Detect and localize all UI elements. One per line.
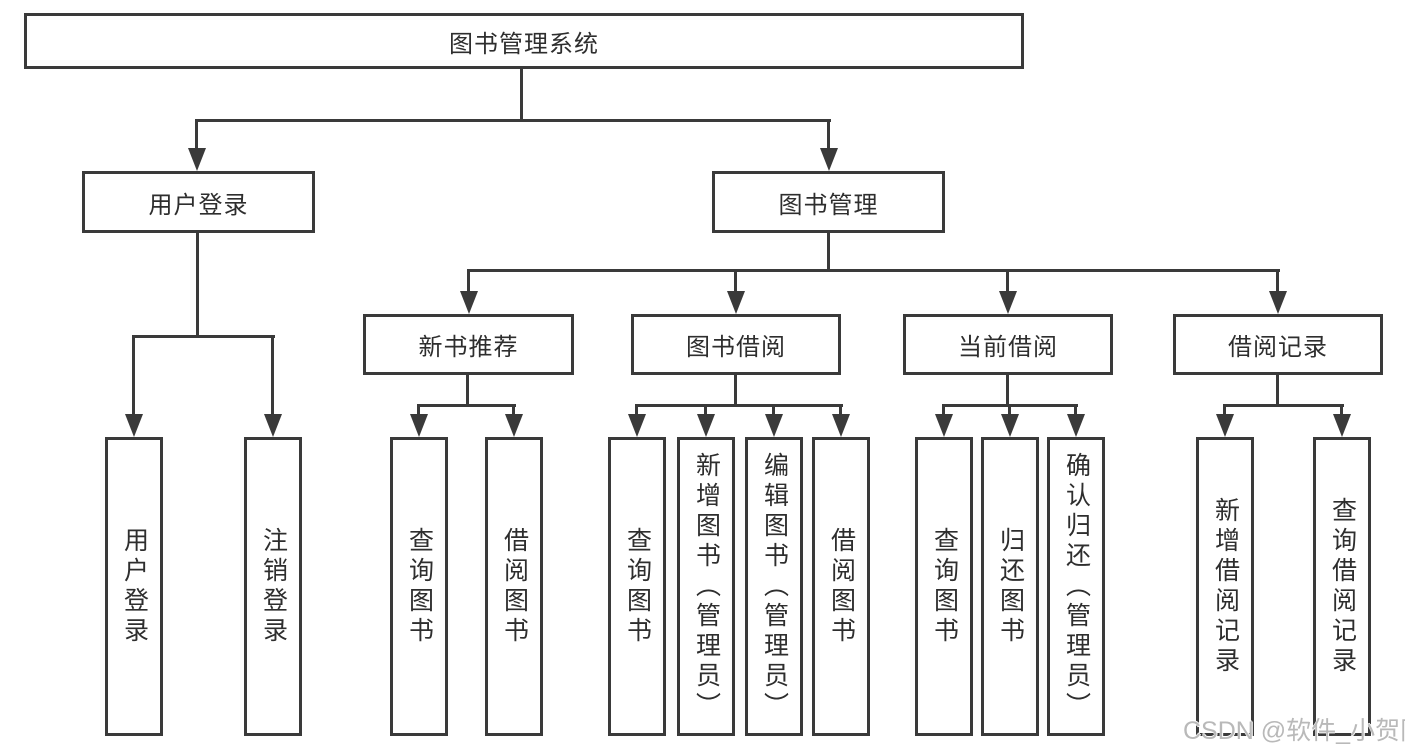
node-leaf-edit-books-admin: 编辑图书（管理员）	[745, 437, 803, 736]
node-leaf-query-books-3-label: 查询图书	[930, 526, 959, 647]
arrowhead-down	[832, 414, 850, 437]
node-current-borrowing-label: 当前借阅	[958, 334, 1058, 361]
connector-shaft	[1223, 404, 1226, 416]
connector-borrow-hline	[635, 404, 843, 407]
node-leaf-user-login-label: 用户登录	[120, 526, 149, 647]
connector-borrow-stem	[734, 375, 737, 405]
node-leaf-logout: 注销登录	[244, 437, 302, 736]
node-leaf-edit-books-admin-label: 编辑图书（管理员）	[760, 451, 789, 722]
node-new-book-recommend-label: 新书推荐	[418, 334, 519, 361]
connector-shaft	[1006, 269, 1009, 295]
node-leaf-user-login: 用户登录	[105, 437, 163, 736]
arrowhead-down	[935, 414, 953, 437]
arrowhead-down	[697, 414, 715, 437]
node-leaf-add-borrow-record: 新增借阅记录	[1196, 437, 1254, 736]
connector-shaft	[1074, 404, 1077, 416]
node-current-borrowing: 当前借阅	[903, 314, 1113, 375]
arrowhead-down	[264, 414, 282, 437]
connector-mgmt-hline	[467, 269, 1280, 272]
connector-records-hline	[1223, 404, 1344, 407]
csdn-watermark: CSDN @软件_小贺同学	[1183, 717, 1405, 745]
node-library-system-label: 图书管理系统	[449, 30, 599, 58]
node-library-system: 图书管理系统	[24, 13, 1024, 69]
node-book-management-label: 图书管理	[778, 191, 879, 219]
connector-shaft	[1340, 404, 1343, 416]
node-leaf-return-books: 归还图书	[981, 437, 1039, 736]
arrowhead-down	[188, 148, 206, 171]
arrowhead-down	[628, 414, 646, 437]
node-leaf-query-books-3: 查询图书	[915, 437, 973, 736]
connector-shaft	[512, 404, 515, 416]
connector-newbook-stem	[466, 375, 469, 405]
arrowhead-down	[999, 291, 1017, 314]
arrowhead-down	[460, 291, 478, 314]
node-leaf-logout-label: 注销登录	[259, 526, 288, 647]
connector-shaft	[1008, 404, 1011, 416]
arrowhead-down	[505, 414, 523, 437]
node-leaf-add-borrow-record-label: 新增借阅记录	[1211, 496, 1240, 677]
node-borrow-records-label: 借阅记录	[1228, 334, 1328, 361]
node-leaf-query-books-2: 查询图书	[608, 437, 666, 736]
node-leaf-confirm-return-admin: 确认归还（管理员）	[1047, 437, 1105, 736]
node-leaf-query-borrow-record-label: 查询借阅记录	[1328, 496, 1357, 677]
arrowhead-down	[1216, 414, 1234, 437]
connector-shaft	[734, 269, 737, 295]
node-leaf-borrow-books-2-label: 借阅图书	[827, 526, 856, 647]
arrowhead-down	[727, 291, 745, 314]
connector-login-hline	[132, 335, 275, 338]
connector-shaft	[839, 404, 842, 416]
node-user-login-label: 用户登录	[148, 191, 249, 219]
connector-shaft	[942, 404, 945, 416]
node-leaf-query-books-1: 查询图书	[390, 437, 448, 736]
arrowhead-down	[125, 414, 143, 437]
connector-mgmt-stem	[827, 233, 830, 270]
node-leaf-query-books-2-label: 查询图书	[623, 526, 652, 647]
connector-login-stem	[196, 233, 199, 336]
node-leaf-query-books-1-label: 查询图书	[405, 526, 434, 647]
connector-shaft	[417, 404, 420, 416]
connector-shaft	[271, 335, 274, 417]
node-book-management: 图书管理	[712, 171, 945, 233]
arrowhead-down	[1269, 291, 1287, 314]
connector-records-stem	[1276, 375, 1279, 405]
node-leaf-add-books-admin-label: 新增图书（管理员）	[692, 451, 721, 722]
node-borrow-records: 借阅记录	[1173, 314, 1383, 375]
connector-shaft	[827, 119, 830, 151]
node-leaf-borrow-books-1-label: 借阅图书	[500, 526, 529, 647]
connector-root-stem	[520, 69, 523, 120]
node-leaf-borrow-books-1: 借阅图书	[485, 437, 543, 736]
node-user-login: 用户登录	[82, 171, 315, 233]
node-leaf-return-books-label: 归还图书	[996, 526, 1025, 647]
arrowhead-down	[410, 414, 428, 437]
connector-shaft	[195, 119, 198, 151]
arrowhead-down	[765, 414, 783, 437]
node-leaf-add-books-admin: 新增图书（管理员）	[677, 437, 735, 736]
node-book-borrowing-label: 图书借阅	[686, 334, 786, 361]
arrowhead-down	[820, 148, 838, 171]
connector-shaft	[1276, 269, 1279, 295]
connector-shaft	[704, 404, 707, 416]
connector-shaft	[132, 335, 135, 417]
arrowhead-down	[1067, 414, 1085, 437]
node-leaf-borrow-books-2: 借阅图书	[812, 437, 870, 736]
arrowhead-down	[1333, 414, 1351, 437]
connector-root-hline	[195, 119, 831, 122]
connector-shaft	[772, 404, 775, 416]
node-leaf-query-borrow-record: 查询借阅记录	[1313, 437, 1371, 736]
node-new-book-recommend: 新书推荐	[363, 314, 574, 375]
node-book-borrowing: 图书借阅	[631, 314, 841, 375]
connector-shaft	[467, 269, 470, 295]
arrowhead-down	[1001, 414, 1019, 437]
node-leaf-confirm-return-admin-label: 确认归还（管理员）	[1062, 451, 1091, 722]
connector-shaft	[635, 404, 638, 416]
connector-newbook-hline	[417, 404, 516, 407]
connector-current-stem	[1006, 375, 1009, 405]
